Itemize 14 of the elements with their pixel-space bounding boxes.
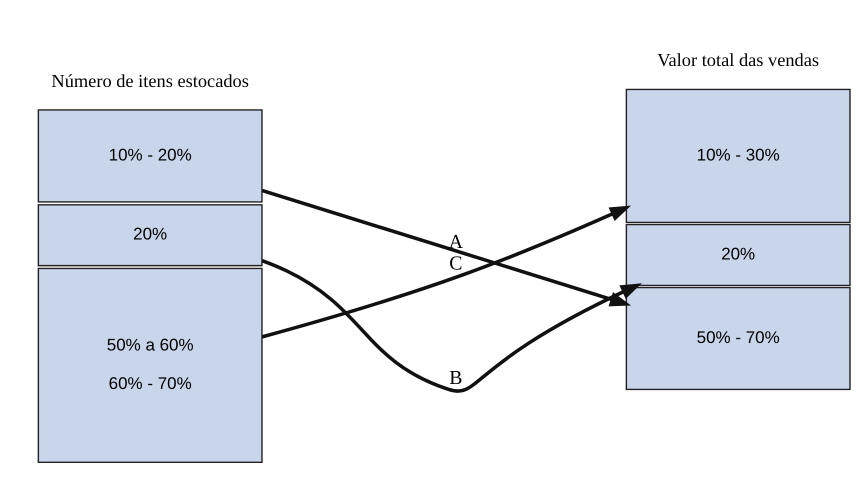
- label: Número de itens estocados: [51, 71, 249, 92]
- node-box: 50% - 70%: [626, 286, 851, 390]
- node-box: 10% - 30%: [626, 88, 851, 224]
- node-box: 20%: [626, 224, 851, 286]
- edge-label: C: [449, 252, 462, 274]
- arrow: [262, 206, 632, 339]
- edge-label: A: [448, 231, 463, 254]
- arrow: [262, 188, 632, 306]
- node-box: 20%: [38, 204, 263, 266]
- arrow: [262, 259, 642, 393]
- label: Valor total das vendas: [657, 50, 820, 70]
- node-box: 10% - 20%: [38, 109, 263, 203]
- edge-label: B: [449, 367, 462, 390]
- node-box: 50% a 60% 60% - 70%: [38, 268, 263, 464]
